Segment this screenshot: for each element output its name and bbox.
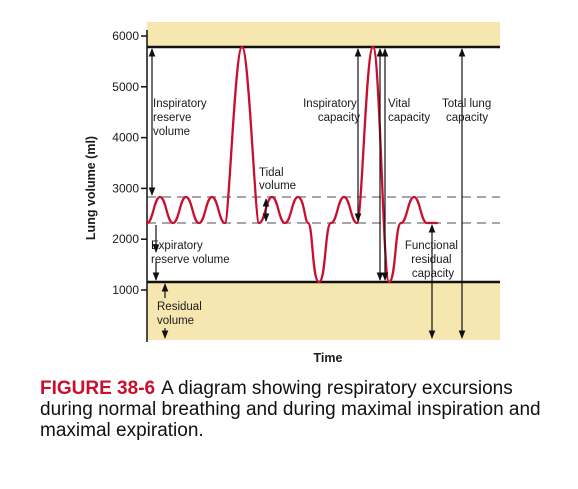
y-axis-title: Lung volume (ml) xyxy=(84,136,98,240)
y-axis-ticks: 1000 2000 3000 4000 5000 6000 xyxy=(112,29,147,297)
spirogram-diagram: 1000 2000 3000 4000 5000 6000 Lung volume (ml… xyxy=(84,22,500,365)
total-lung-capacity-label: Total lung capacity xyxy=(442,98,494,124)
y-tick-label: 3000 xyxy=(112,181,139,195)
above-total-capacity-band xyxy=(147,22,500,47)
x-axis-title: Time xyxy=(314,351,343,365)
vital-capacity-label: Vital capacity xyxy=(388,98,430,124)
y-tick-label: 5000 xyxy=(112,80,139,94)
residual-volume-label: Residual volume xyxy=(157,301,205,327)
tidal-volume-label: Tidal volume xyxy=(259,167,296,192)
y-tick-label: 6000 xyxy=(112,29,139,43)
y-tick-label: 2000 xyxy=(112,232,139,246)
caption-text: A diagram showing respiratory excursions… xyxy=(40,378,541,441)
expiratory-reserve-volume-label: Expiratory reserve volume xyxy=(151,240,230,266)
y-tick-label: 4000 xyxy=(112,131,139,145)
figure-number: FIGURE 38-6 xyxy=(40,378,156,399)
annotation-labels: Inspiratory reserve volume Tidal volume … xyxy=(151,98,494,327)
measurement-arrows xyxy=(148,48,466,339)
inspiratory-reserve-volume-label: Inspiratory reserve volume xyxy=(153,98,210,138)
inspiratory-capacity-label: Inspiratory capacity xyxy=(303,98,360,124)
functional-residual-capacity-label: Functional residual capacity xyxy=(405,240,461,280)
y-tick-label: 1000 xyxy=(112,283,139,297)
residual-volume-band xyxy=(147,282,500,340)
